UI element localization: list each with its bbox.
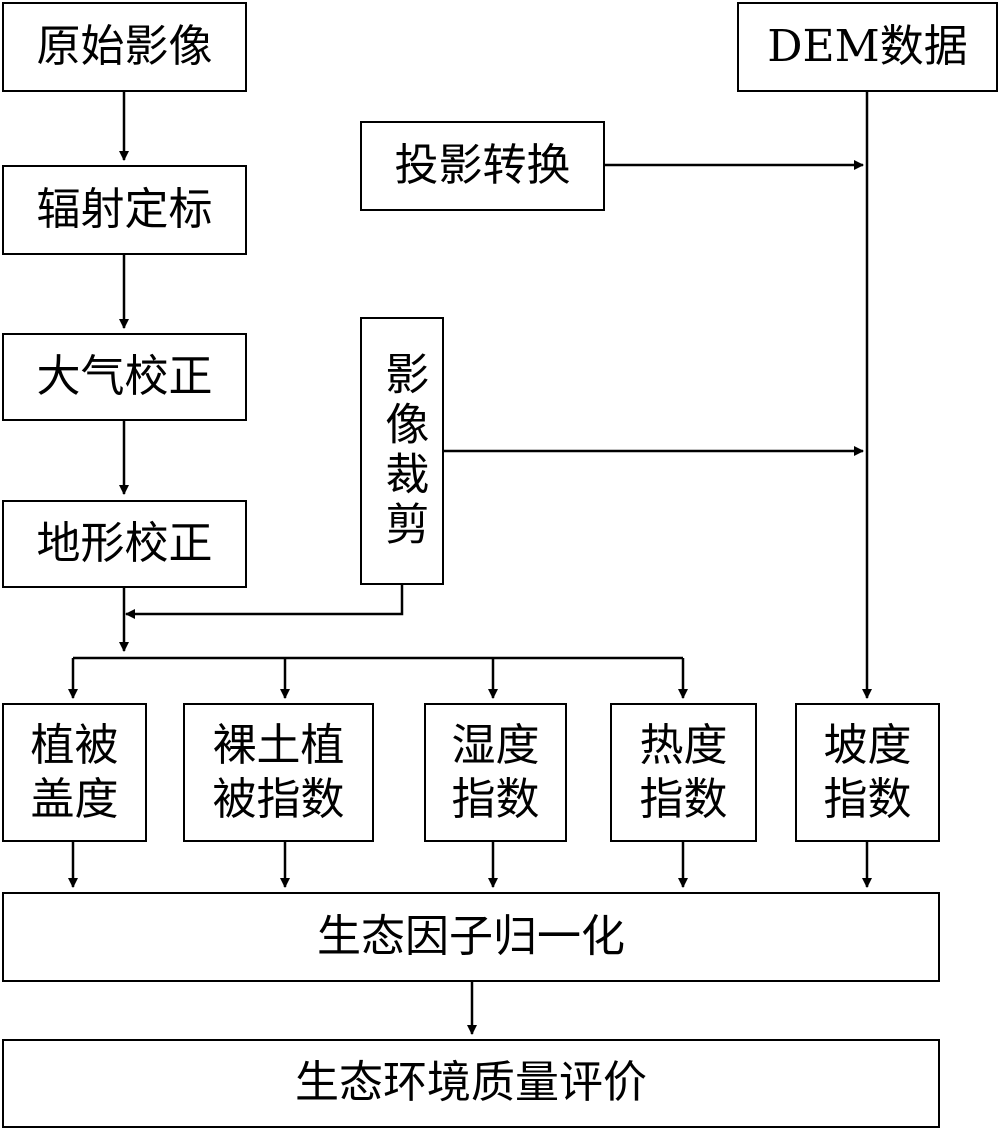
node-dem-data: DEM数据: [737, 2, 998, 92]
node-heat-index-label: 热度 指数: [639, 719, 728, 825]
node-terrain-correction: 地形校正: [2, 500, 247, 588]
arrow-clip-to-main: [125, 585, 404, 619]
node-bare-soil-index-label: 裸土植 被指数: [212, 719, 345, 825]
node-atmospheric-correction: 大气校正: [2, 333, 247, 421]
node-vegetation-coverage: 植被 盖度: [2, 703, 147, 842]
node-eco-quality-evaluation-label: 生态环境质量评价: [295, 1057, 647, 1109]
node-radiometric-calibration-label: 辐射定标: [36, 183, 213, 235]
node-heat-index: 热度 指数: [610, 703, 757, 842]
node-projection-transform: 投影转换: [360, 121, 605, 211]
node-terrain-correction-label: 地形校正: [36, 517, 213, 569]
node-radiometric-calibration: 辐射定标: [2, 165, 247, 255]
node-wetness-index-label: 湿度 指数: [451, 719, 540, 825]
node-factor-normalization-label: 生态因子归一化: [317, 910, 625, 962]
node-projection-transform-label: 投影转换: [394, 139, 571, 191]
node-image-clipping: 影像裁剪: [360, 317, 444, 585]
node-bare-soil-index: 裸土植 被指数: [183, 703, 374, 842]
node-slope-index-label: 坡度 指数: [823, 719, 912, 825]
node-eco-quality-evaluation: 生态环境质量评价: [2, 1039, 940, 1128]
node-dem-data-label: DEM数据: [767, 20, 968, 72]
node-raw-image-label: 原始影像: [36, 20, 213, 72]
node-image-clipping-label: 影像裁剪: [377, 351, 429, 551]
node-atmospheric-correction-label: 大气校正: [36, 350, 213, 402]
node-slope-index: 坡度 指数: [795, 703, 940, 842]
node-factor-normalization: 生态因子归一化: [2, 892, 940, 982]
node-vegetation-coverage-label: 植被 盖度: [30, 719, 119, 825]
node-wetness-index: 湿度 指数: [424, 703, 567, 842]
node-raw-image: 原始影像: [2, 2, 247, 92]
